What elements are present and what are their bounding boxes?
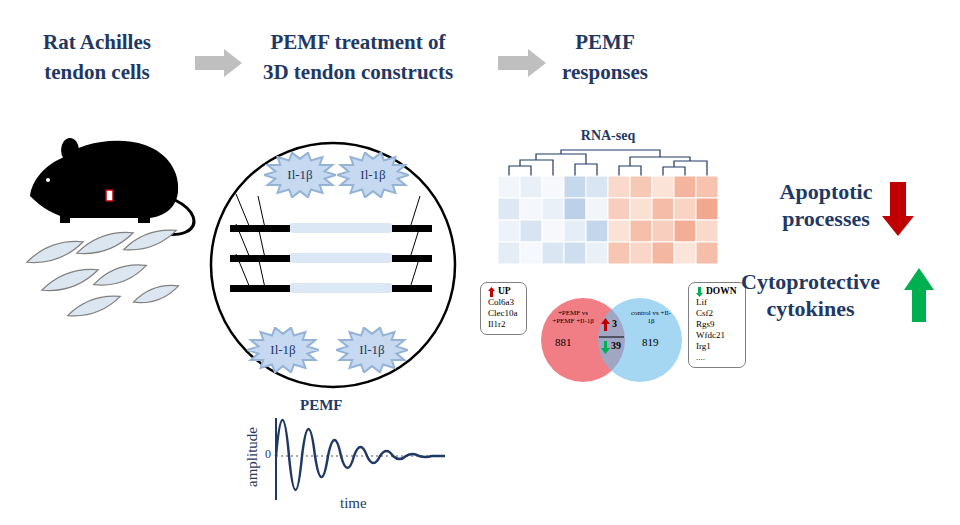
tendon-cells: [24, 224, 180, 321]
gene-name: Clec10a: [488, 308, 518, 319]
comparison-label: control vs +Il-1β: [628, 309, 674, 325]
panel-heading: PEMF treatment of 3D tendon constructs: [258, 27, 458, 87]
cytokine-star: Il-1β: [247, 327, 319, 373]
box-heading-row: DOWN: [696, 286, 737, 297]
dendrogram: [509, 150, 707, 176]
cytokine-star: Il-1β: [337, 152, 409, 198]
comparison-label: +PEMF vs +PEMF +Il-1β: [551, 309, 595, 325]
gene-name: Rgs9: [696, 319, 737, 330]
pemf-waveform: [276, 418, 445, 500]
tendon-constructs: [230, 194, 432, 293]
outcome-label: Cytoprotective cytokines: [728, 268, 893, 322]
box-heading: UP: [498, 286, 511, 296]
outcome-label: Apoptotic processes: [766, 178, 886, 232]
cytokine-label: Il-1β: [270, 342, 295, 358]
method-label: RNA-seq: [560, 128, 656, 145]
increase-arrow: [904, 268, 934, 322]
upregulated-genes-box: UPCol6a3Clec10aIl1r2: [480, 282, 527, 335]
gene-name: Il1r2: [488, 319, 518, 330]
panel-heading: PEMF responses: [545, 27, 665, 87]
gene-name: Irg1: [696, 341, 737, 352]
gene-name: Col6a3: [488, 297, 518, 308]
cytokine-star: Il-1β: [336, 327, 408, 373]
process-arrow: [195, 49, 242, 77]
rat-silhouette: [30, 138, 194, 238]
venn-circle: control vs +Il-1β 819: [598, 298, 682, 382]
downregulated-genes-box: DOWNLifCsf2Rgs9Wfdc21Irg1....: [688, 282, 746, 368]
decrease-arrow: [882, 182, 914, 236]
divider-line: [599, 337, 624, 338]
gene-name: ....: [696, 352, 737, 363]
cytokine-label: Il-1β: [287, 167, 312, 183]
axis-label: time: [340, 494, 367, 512]
box-heading: DOWN: [706, 286, 737, 296]
overlap-count: 39: [611, 340, 621, 352]
axis-label: amplitude: [243, 427, 261, 487]
down-arrow: [696, 287, 703, 297]
panel-heading: Rat Achilles tendon cells: [12, 27, 182, 87]
cytokine-label: Il-1β: [359, 342, 384, 358]
gene-name: Csf2: [696, 308, 737, 319]
axis-tick: 0: [265, 447, 271, 461]
box-heading-row: UP: [488, 286, 518, 297]
up-arrow: [488, 287, 495, 297]
gene-name: Wfdc21: [696, 330, 737, 341]
cytokine-star: Il-1β: [264, 152, 336, 198]
gene-count: 819: [642, 336, 659, 349]
overlap-count: 3: [612, 318, 617, 330]
gene-count: 881: [555, 336, 572, 349]
heatmap: [498, 176, 718, 264]
process-arrow: [498, 49, 546, 77]
cytokine-label: Il-1β: [360, 167, 385, 183]
culture-dish: [211, 143, 455, 387]
stimulus-label: PEMF: [300, 396, 343, 414]
gene-name: Lif: [696, 297, 737, 308]
